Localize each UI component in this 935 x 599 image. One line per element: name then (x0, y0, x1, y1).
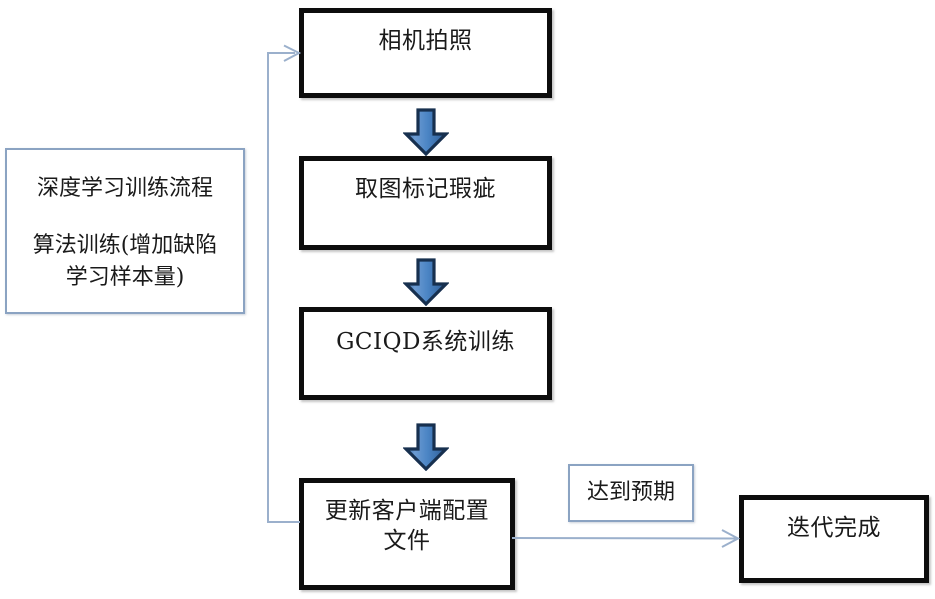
down-block-arrow-1 (402, 108, 450, 157)
step-label-iteration-complete: 迭代完成 (787, 515, 881, 541)
down-block-arrow-2 (402, 258, 450, 307)
down-block-arrow-3 (402, 423, 450, 472)
step-label-update-client-config: 更新客户端配置 文件 (324, 498, 490, 554)
step-box-gciqd-system-training: GCIQD系统训练 (299, 307, 552, 400)
note-line-3: 学习样本量) (65, 265, 185, 290)
note-line-1: 深度学习训练流程 (36, 176, 213, 201)
connector-feedback-loop (262, 44, 314, 530)
step-box-camera-capture: 相机拍照 (299, 8, 552, 98)
condition-label-expectation-met: 达到预期 (586, 480, 675, 505)
deep-learning-training-note-box: 深度学习训练流程 算法训练(增加缺陷 学习样本量) (5, 148, 245, 314)
step-box-image-defect-marking: 取图标记瑕疵 (299, 156, 552, 250)
note-line-2: 算法训练(增加缺陷 (32, 233, 218, 258)
step-label-camera-capture: 相机拍照 (378, 28, 473, 54)
step-label-image-defect-marking: 取图标记瑕疵 (355, 176, 496, 202)
step-box-iteration-complete: 迭代完成 (739, 495, 929, 583)
condition-box-expectation-met: 达到预期 (568, 464, 694, 522)
connector-to-iteration-complete (511, 522, 744, 554)
step-label-gciqd-system-training: GCIQD系统训练 (336, 329, 515, 355)
step-box-update-client-config: 更新客户端配置 文件 (299, 478, 515, 590)
